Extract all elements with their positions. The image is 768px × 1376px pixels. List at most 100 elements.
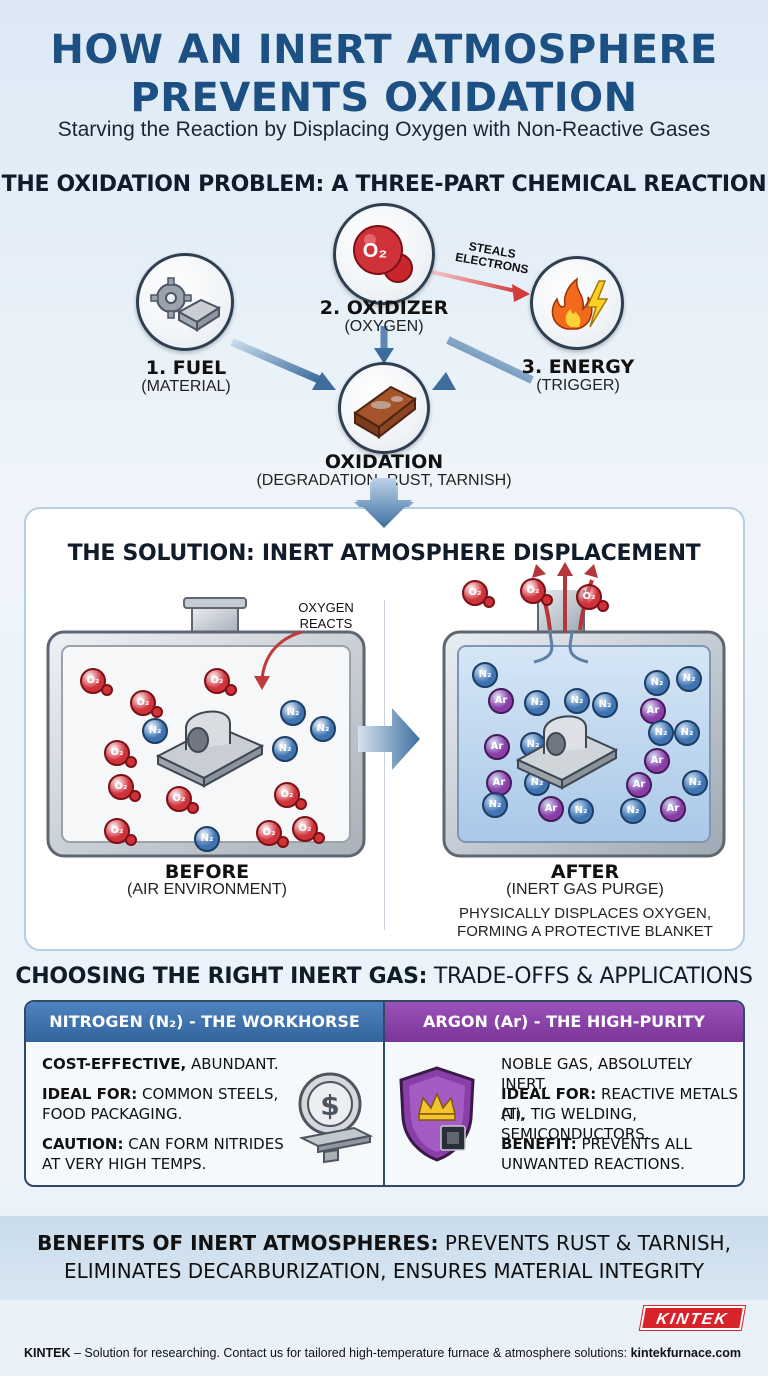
after-note: PHYSICALLY DISPLACES OXYGEN, FORMING A P… [410, 905, 760, 941]
oxidizer-node [333, 203, 435, 305]
molecule-symbol: Ar [492, 777, 506, 788]
molecule-symbol: N₂ [650, 677, 664, 688]
molecule-symbol: Ar [490, 741, 504, 752]
solution-heading: THE SOLUTION: INERT ATMOSPHERE DISPLACEM… [67, 541, 701, 566]
molecule-oxygen: O₂ [130, 690, 163, 718]
argon-line-4: BENEFIT: PREVENTS ALL [501, 1134, 692, 1154]
svg-text:$: $ [320, 1089, 339, 1122]
molecule-nitrogen: N₂ [682, 770, 708, 796]
kintek-logo[interactable]: KINTEK [638, 1305, 747, 1331]
molecule-symbol: N₂ [680, 727, 694, 738]
gas-heading-rest: TRADE-OFFS & APPLICATIONS [427, 964, 753, 989]
down-arrow [356, 478, 412, 528]
molecule-symbol: Ar [646, 705, 660, 716]
argon-title: ARGON (Ar) - THE HIGH-PURITY PROTECTOR [385, 1002, 743, 1071]
molecule-nitrogen: N₂ [674, 720, 700, 746]
after-bracket-part-icon [515, 715, 619, 790]
oxidizer-sub: (OXYGEN) [344, 318, 424, 335]
fuel-label: 1. FUEL [145, 357, 227, 379]
nitrogen-line-4-bold: CAUTION: [42, 1135, 124, 1153]
benefits-line-1-rest: PREVENTS RUST & TARNISH, [438, 1231, 731, 1255]
molecule-symbol: O₂ [86, 675, 100, 686]
molecule-nitrogen: N₂ [592, 692, 618, 718]
molecule-oxygen: O₂ [462, 580, 495, 608]
molecule-nitrogen: N₂ [472, 662, 498, 688]
molecule-nitrogen: N₂ [648, 720, 674, 746]
benefits-line-2: ELIMINATES DECARBURIZATION, ENSURES MATE… [63, 1259, 705, 1283]
molecule-symbol: N₂ [598, 699, 612, 710]
molecule-symbol: O₂ [110, 747, 124, 758]
footer-body: – Solution for researching. Contact us f… [70, 1346, 631, 1360]
before-bracket-part-icon [155, 710, 265, 788]
molecule-oxygen: O₂ [104, 818, 137, 846]
molecule-symbol: O₂ [298, 823, 312, 834]
molecule-symbol: N₂ [530, 777, 544, 788]
molecule-symbol: O₂ [526, 585, 540, 596]
molecule-symbol: N₂ [200, 833, 214, 844]
molecule-symbol: Ar [632, 779, 646, 790]
molecule-oxygen: O₂ [104, 740, 137, 768]
after-note-line-2: FORMING A PROTECTIVE BLANKET [457, 923, 713, 940]
molecule-symbol: O₂ [136, 697, 150, 708]
molecule-argon: Ar [644, 748, 670, 774]
molecule-symbol: N₂ [688, 777, 702, 788]
molecule-symbol: N₂ [654, 727, 668, 738]
molecule-oxygen: O₂ [166, 786, 199, 814]
shield-crown-icon [399, 1066, 475, 1162]
after-sub: (INERT GAS PURGE) [506, 881, 664, 898]
problem-heading: THE OXIDATION PROBLEM: A THREE-PART CHEM… [1, 172, 767, 197]
nitrogen-line-1: COST-EFFECTIVE, ABUNDANT. [42, 1054, 279, 1074]
molecule-symbol: N₂ [626, 805, 640, 816]
energy-sub: (TRIGGER) [536, 377, 620, 394]
molecule-nitrogen: N₂ [272, 736, 298, 762]
footer-brand: KINTEK [24, 1346, 71, 1360]
panel-divider [384, 600, 385, 930]
molecule-symbol: N₂ [574, 805, 588, 816]
footer-site-link[interactable]: kintekfurnace.com [630, 1346, 742, 1360]
energy-node [530, 256, 624, 350]
molecule-nitrogen: N₂ [620, 798, 646, 824]
oxidizer-label: 2. OXIDIZER [319, 297, 449, 319]
nitrogen-line-5: AT VERY HIGH TEMPS. [42, 1155, 207, 1173]
molecule-symbol: O₂ [110, 825, 124, 836]
nitrogen-line-2-bold: IDEAL FOR: [42, 1085, 138, 1103]
molecule-nitrogen: N₂ [568, 798, 594, 824]
molecule-nitrogen: N₂ [310, 716, 336, 742]
subtitle: Starving the Reaction by Displacing Oxyg… [57, 118, 711, 141]
molecule-oxygen: O₂ [108, 774, 141, 802]
energy-label: 3. ENERGY [521, 356, 635, 378]
oxygen-reacts-line-2: REACTS [299, 616, 353, 631]
molecule-symbol: N₂ [278, 743, 292, 754]
benefits-bold: BENEFITS OF INERT ATMOSPHERES: [37, 1231, 439, 1255]
fuel-node [136, 253, 234, 351]
argon-line-2-bold: IDEAL FOR: [501, 1085, 597, 1103]
nitrogen-line-2-rest: COMMON STEELS, [137, 1085, 279, 1103]
after-note-line-1: PHYSICALLY DISPLACES OXYGEN, [458, 905, 712, 922]
nitrogen-line-4: CAUTION: CAN FORM NITRIDES [42, 1134, 284, 1154]
nitrogen-line-2: IDEAL FOR: COMMON STEELS, [42, 1084, 278, 1104]
benefits-line-1: BENEFITS OF INERT ATMOSPHERES: PREVENTS … [0, 1229, 768, 1257]
molecule-argon: Ar [626, 772, 652, 798]
after-label: AFTER [550, 861, 620, 883]
title-line-1: HOW AN INERT ATMOSPHERE [50, 27, 718, 73]
molecule-nitrogen: N₂ [564, 688, 590, 714]
molecule-symbol: N₂ [316, 723, 330, 734]
molecule-symbol: N₂ [530, 697, 544, 708]
argon-card: ARGON (Ar) - THE HIGH-PURITY PROTECTOR N… [383, 1000, 745, 1187]
molecule-symbol: N₂ [478, 669, 492, 680]
fuel-sub: (MATERIAL) [141, 378, 231, 395]
molecule-symbol: N₂ [286, 707, 300, 718]
molecule-symbol: O₂ [172, 793, 186, 804]
molecule-oxygen: O₂ [256, 820, 289, 848]
molecule-oxygen: O₂ [274, 782, 307, 810]
molecule-symbol: O₂ [210, 675, 224, 686]
nitrogen-line-4-rest: CAN FORM NITRIDES [123, 1135, 284, 1153]
nitrogen-line-3: FOOD PACKAGING. [42, 1105, 183, 1123]
molecule-symbol: N₂ [682, 673, 696, 684]
molecule-argon: Ar [488, 688, 514, 714]
molecule-argon: Ar [486, 770, 512, 796]
argon-line-4-bold: BENEFIT: [501, 1135, 577, 1153]
oxidation-node [338, 362, 430, 454]
